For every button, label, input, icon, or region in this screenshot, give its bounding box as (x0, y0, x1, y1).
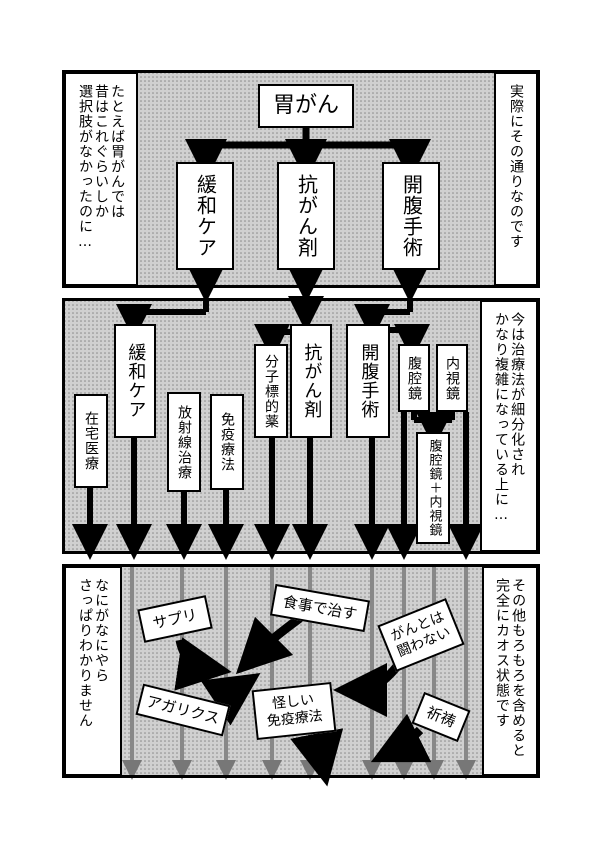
panel-1-narration-left: たとえば胃がんでは 昔はこれぐらいしか 選択肢がなかったのに… (64, 72, 138, 286)
panel-1-narration-right: 実際にその通りなのです (494, 72, 538, 286)
panel-3 (62, 564, 540, 778)
panel-3-narration-right: その他もろもろを含めると 完全にカオス状態です (482, 566, 538, 776)
node-palliative-care: 緩和ケア (114, 324, 156, 438)
node-endoscope: 内視鏡 (436, 344, 468, 412)
node-home-care: 在宅医療 (74, 394, 108, 488)
root-node-stomach-cancer: 胃がん (258, 84, 354, 128)
node-molecular-targeted: 分子標的薬 (254, 344, 288, 438)
node-anticancer-drugs: 抗がん剤 (290, 324, 332, 438)
node-immunotherapy: 免疫療法 (210, 394, 244, 490)
option-palliative-care: 緩和ケア (176, 162, 234, 270)
panel-2-tree (72, 296, 484, 560)
panel-2-narration-right: 今は治療法が細分化され かなり複雑になっている上に… (480, 300, 538, 552)
panel-2 (62, 298, 540, 554)
panel-1-tree (185, 128, 431, 303)
node-laparoscope-plus-endoscope: 腹腔鏡＋内視鏡 (416, 432, 450, 544)
label-dubious-immunotherapy: 怪しい 免疫療法 (251, 681, 337, 741)
option-open-surgery: 開腹手術 (382, 162, 440, 270)
panel-1 (62, 70, 540, 288)
node-laparoscope: 腹腔鏡 (398, 344, 430, 412)
option-anticancer-drugs: 抗がん剤 (277, 162, 335, 270)
panel-3-narration-left: なにがなにやら さっぱりわかりません (64, 566, 122, 776)
node-open-surgery: 開腹手術 (346, 324, 390, 438)
node-radiation: 放射線治療 (167, 392, 201, 492)
